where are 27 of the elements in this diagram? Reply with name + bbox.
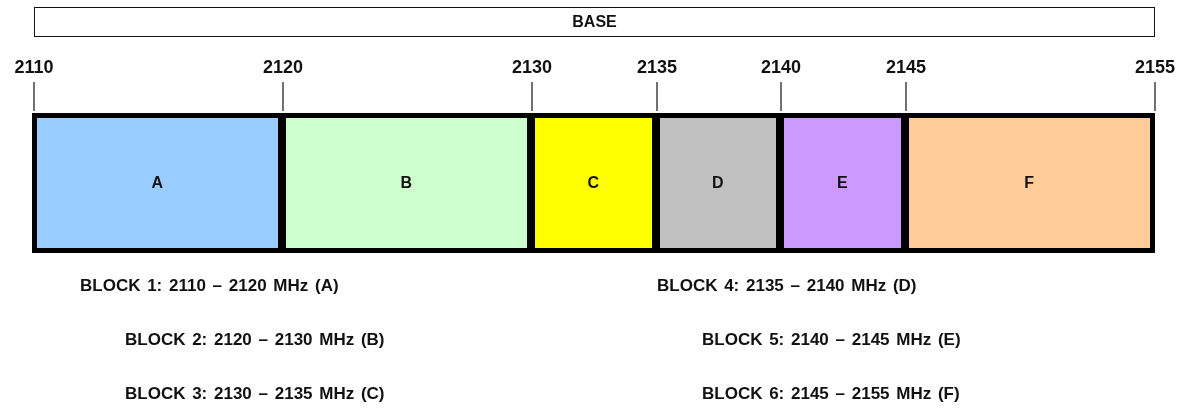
frequency-tick-label: 2145: [885, 57, 926, 78]
frequency-block: [31, 113, 283, 253]
block-letter: A: [151, 174, 164, 192]
frequency-tick-label: 2110: [14, 57, 54, 78]
frequency-block: [654, 113, 781, 253]
block-letter: B: [400, 174, 413, 192]
frequency-tick-label: 2155: [1134, 57, 1175, 78]
frequency-block: [280, 113, 532, 253]
frequency-tick-label: 2140: [760, 57, 801, 78]
block-letter: F: [1024, 174, 1035, 192]
frequency-tick-label: 2120: [262, 57, 303, 78]
block-letter: D: [711, 174, 724, 192]
range-bar: [34, 7, 1155, 37]
block-description: BLOCK 1: 2110 – 2120 MHz (A): [80, 276, 339, 296]
block-description: BLOCK 6: 2145 – 2155 MHz (F): [702, 384, 960, 404]
block-letter: E: [836, 174, 848, 192]
band-title: BASE: [572, 13, 617, 31]
frequency-tick-label: 2135: [636, 57, 677, 78]
block-description: BLOCK 3: 2130 – 2135 MHz (C): [125, 384, 385, 404]
block-description: BLOCK 5: 2140 – 2145 MHz (E): [702, 330, 961, 350]
frequency-tick-label: 2130: [511, 57, 552, 78]
block-description: BLOCK 2: 2120 – 2130 MHz (B): [125, 330, 385, 350]
block-letter: C: [587, 174, 600, 192]
frequency-block: [778, 113, 906, 253]
frequency-block: [529, 113, 657, 253]
block-description: BLOCK 4: 2135 – 2140 MHz (D): [657, 276, 917, 296]
frequency-block: [903, 113, 1155, 253]
